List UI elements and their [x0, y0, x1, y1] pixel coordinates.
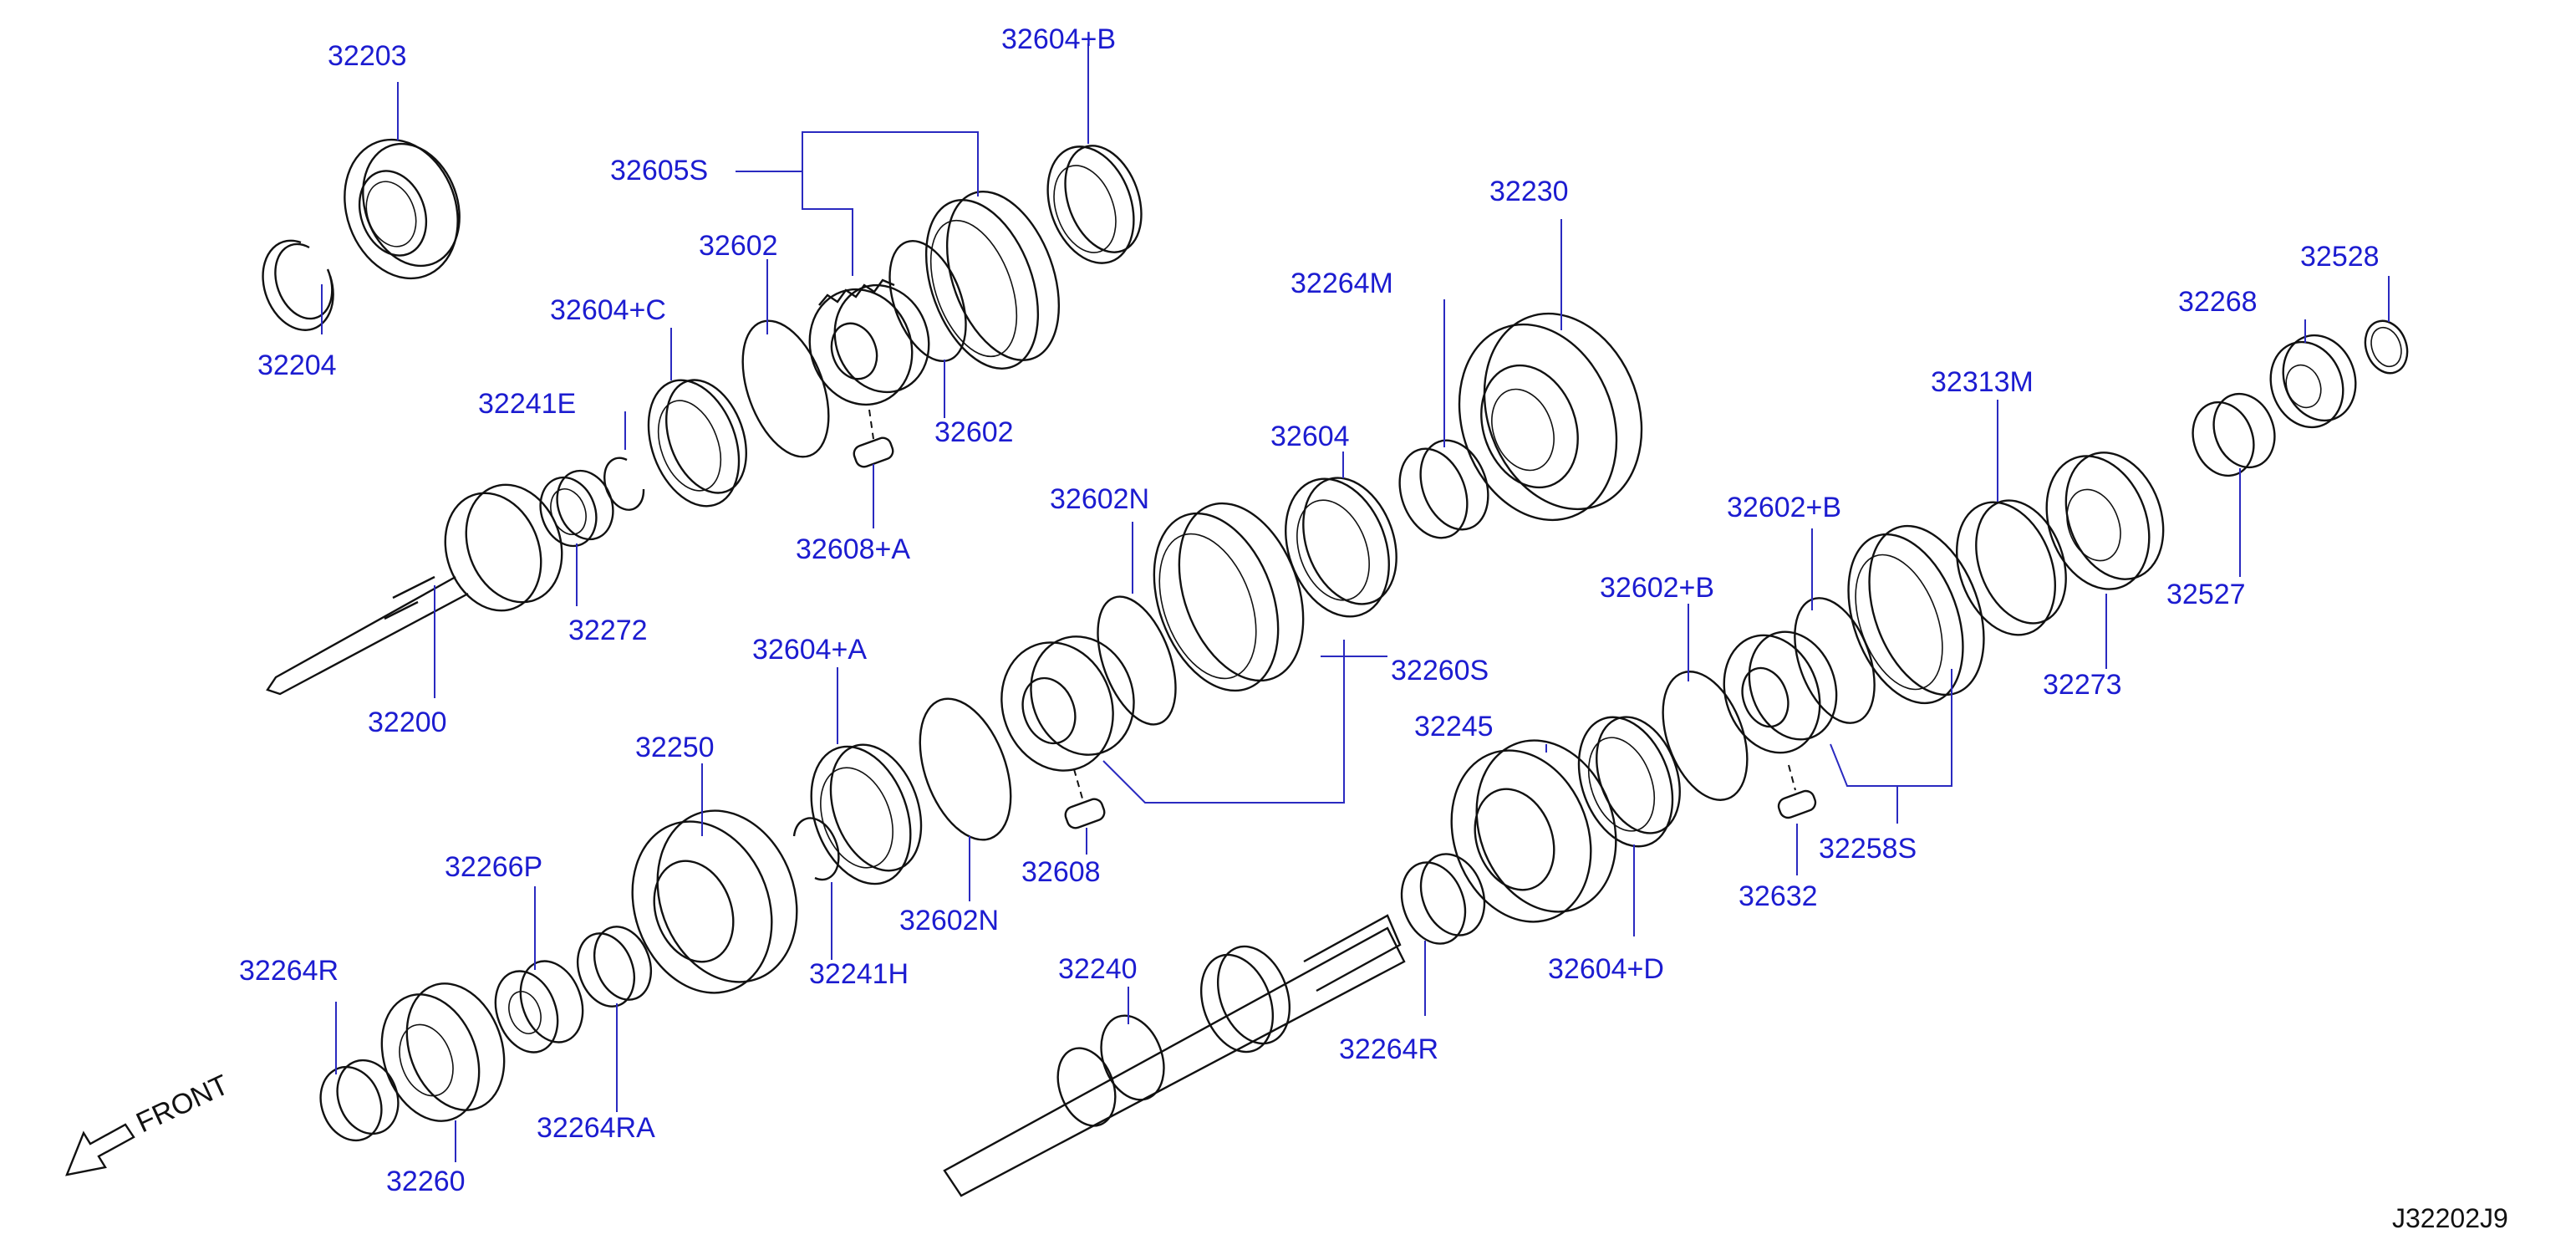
- part-number-label[interactable]: 32602: [934, 416, 1014, 448]
- snap-ring-32241e[interactable]: [603, 457, 645, 511]
- part-number-label[interactable]: 32273: [2043, 669, 2122, 701]
- snap-ring-32204[interactable]: [262, 239, 334, 331]
- sync-ring-32604c[interactable]: [632, 368, 761, 519]
- part-number-label[interactable]: 32258S: [1819, 833, 1917, 865]
- gear-32260[interactable]: [365, 970, 522, 1135]
- bushing-32266p[interactable]: [485, 952, 593, 1061]
- needle-bearing-32264r-left[interactable]: [311, 1052, 409, 1150]
- part-number-label[interactable]: 32260S: [1391, 655, 1489, 686]
- snap-ring-32528[interactable]: [2359, 315, 2415, 380]
- shifting-insert-32632[interactable]: [1776, 764, 1818, 820]
- sync-ring-32604[interactable]: [1267, 464, 1413, 630]
- part-number-label[interactable]: 32241E: [478, 388, 576, 420]
- part-labels: 32203 32604+B 32605S 32602 32604+C 32204 32241…: [239, 23, 2380, 1197]
- part-number-label[interactable]: 32272: [568, 615, 648, 646]
- part-number-label[interactable]: 32602N: [1050, 483, 1149, 515]
- bearing-32273[interactable]: [2029, 439, 2180, 604]
- part-number-label[interactable]: 32608: [1021, 856, 1101, 888]
- bearing-32203[interactable]: [326, 124, 476, 294]
- needle-bearing-32264m[interactable]: [1387, 431, 1499, 547]
- part-number-label[interactable]: 32204: [257, 350, 337, 381]
- part-number-label[interactable]: 32264R: [239, 955, 339, 987]
- drawing-code: J32202J9: [2392, 1203, 2508, 1233]
- part-number-label[interactable]: 32203: [328, 40, 407, 72]
- part-number-label[interactable]: 32241H: [809, 958, 909, 990]
- part-number-label[interactable]: 32264M: [1291, 268, 1393, 299]
- part-number-label[interactable]: 32266P: [445, 851, 542, 883]
- line-art: [262, 124, 2415, 1197]
- coupling-sleeve-32258s[interactable]: [1827, 510, 2005, 719]
- part-number-label[interactable]: 32268: [2178, 286, 2258, 318]
- part-number-label[interactable]: 32604: [1270, 421, 1350, 452]
- part-number-label[interactable]: 32200: [368, 707, 447, 738]
- needle-bearing-32264r-right[interactable]: [1391, 845, 1495, 953]
- part-number-label[interactable]: 32528: [2300, 241, 2380, 273]
- sync-ring-32604d[interactable]: [1562, 704, 1695, 860]
- snap-ring-32241h[interactable]: [792, 817, 840, 881]
- part-number-label[interactable]: 32604+C: [550, 294, 666, 326]
- synchronizer-hub-right[interactable]: [1708, 620, 1851, 767]
- gear-32250[interactable]: [609, 791, 820, 1013]
- part-number-label[interactable]: 32602N: [899, 905, 999, 936]
- part-number-label[interactable]: 32602+B: [1600, 572, 1714, 604]
- needle-bearing-32264ra[interactable]: [568, 919, 661, 1014]
- coupling-sleeve-32605s[interactable]: [905, 176, 1081, 384]
- front-label: FRONT: [131, 1069, 233, 1139]
- part-number-label[interactable]: 32240: [1058, 953, 1138, 985]
- main-drive-gear-32200[interactable]: [266, 472, 578, 696]
- spread-spring-32602-upper[interactable]: [726, 231, 981, 468]
- part-number-label[interactable]: 32260: [386, 1166, 466, 1197]
- part-number-label[interactable]: 32245: [1414, 711, 1494, 742]
- part-number-label[interactable]: 32230: [1489, 176, 1569, 207]
- leader-lines: [321, 43, 2390, 1162]
- shifting-insert-32608a[interactable]: [852, 409, 895, 469]
- sync-ring-32604a[interactable]: [793, 732, 937, 898]
- spread-spring-32602n[interactable]: [903, 586, 1191, 852]
- part-number-label[interactable]: 32605S: [610, 155, 708, 186]
- part-number-label[interactable]: 32313M: [1931, 366, 2034, 398]
- part-number-label[interactable]: 32632: [1739, 880, 1818, 912]
- part-number-label[interactable]: 32604+D: [1548, 953, 1664, 985]
- part-number-label[interactable]: 32264R: [1339, 1033, 1438, 1065]
- part-number-label[interactable]: 32602+B: [1727, 492, 1841, 523]
- coupling-sleeve-32260s[interactable]: [1131, 486, 1326, 707]
- shifting-insert-32608[interactable]: [1063, 768, 1107, 830]
- part-number-label[interactable]: 32604+A: [752, 634, 867, 666]
- needle-bearing-32272[interactable]: [532, 463, 623, 554]
- part-number-label[interactable]: 32608+A: [796, 533, 910, 565]
- spread-spring-32602b-lower[interactable]: [1647, 660, 1763, 811]
- front-direction-indicator: FRONT: [65, 1069, 234, 1176]
- spacer-32527[interactable]: [2183, 385, 2285, 485]
- ring-32313m[interactable]: [1939, 487, 2082, 648]
- synchronizer-hub-middle[interactable]: [984, 622, 1150, 787]
- part-number-label[interactable]: 32602: [699, 230, 778, 262]
- bearing-32268[interactable]: [2259, 325, 2368, 437]
- front-arrow-icon: [65, 1123, 135, 1176]
- part-number-label[interactable]: 32604+B: [1001, 23, 1116, 55]
- synchronizer-hub-upper[interactable]: [794, 272, 944, 419]
- part-number-label[interactable]: 32250: [635, 732, 715, 763]
- main-shaft-32240[interactable]: [943, 914, 1406, 1197]
- part-number-label[interactable]: 32527: [2166, 579, 2246, 610]
- sync-ring-32604b[interactable]: [1032, 135, 1155, 275]
- part-number-label[interactable]: 32264RA: [537, 1112, 655, 1144]
